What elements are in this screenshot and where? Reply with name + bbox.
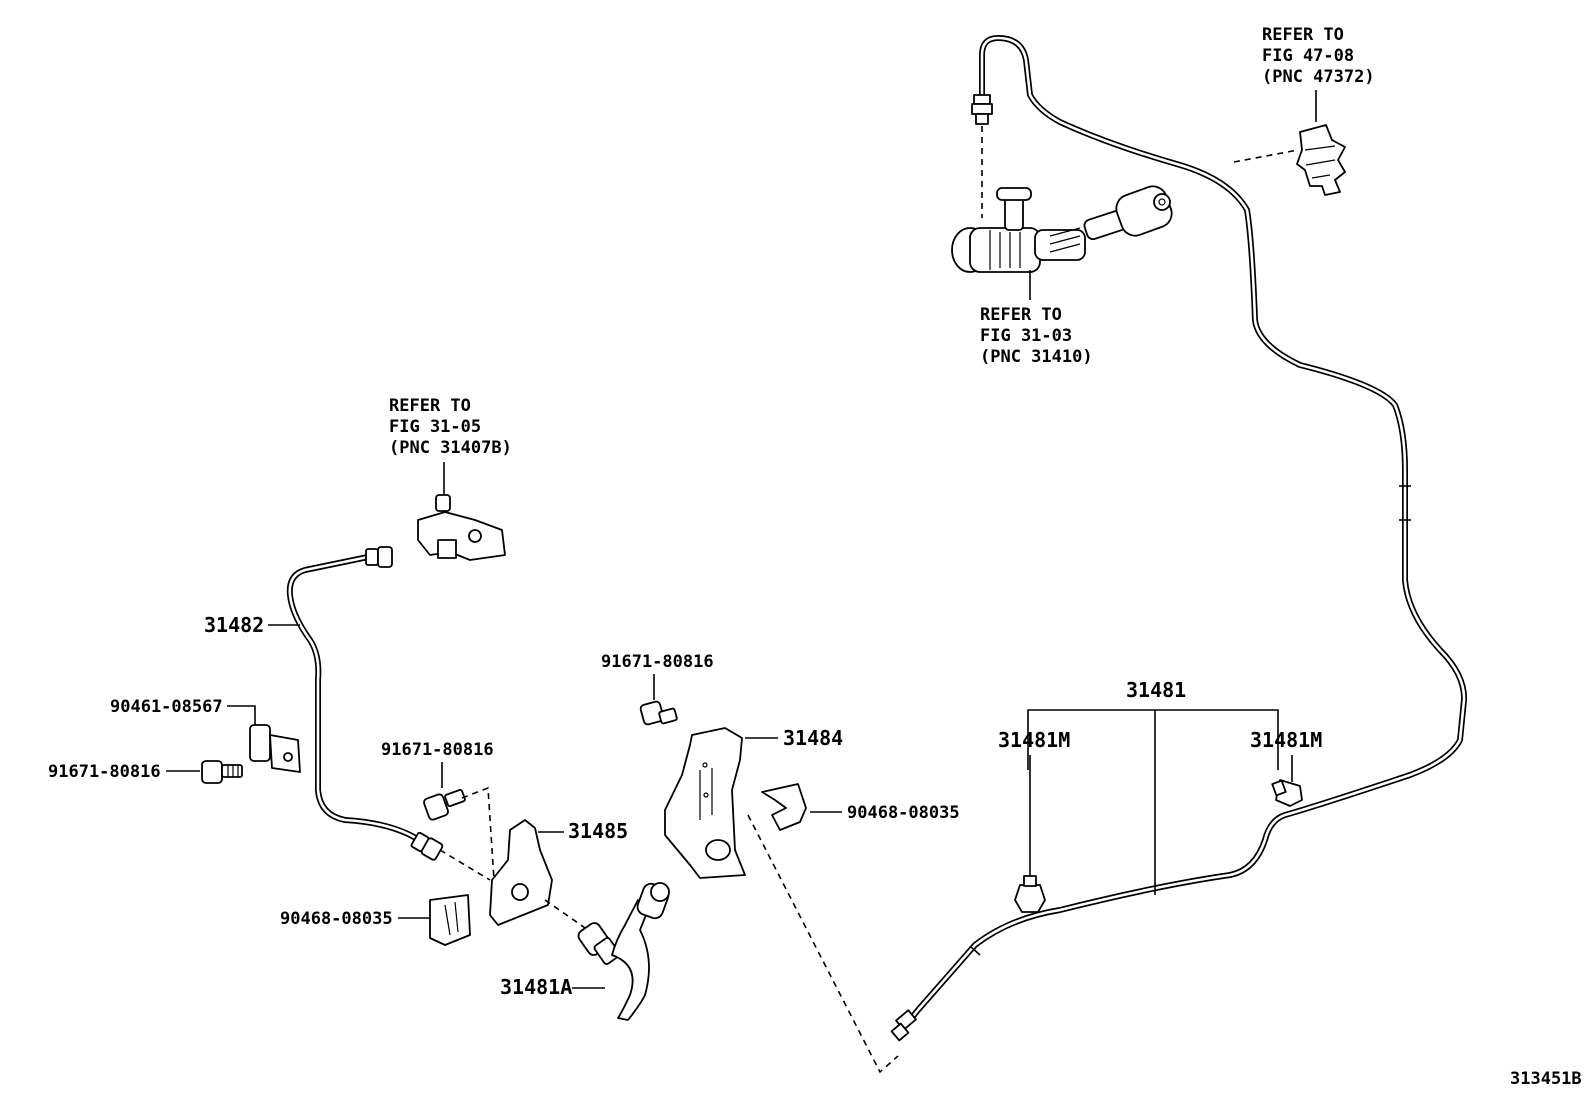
part-31485-label[interactable]: 31485	[568, 819, 628, 843]
clip-31481M-b	[1271, 779, 1303, 807]
part-31484-label[interactable]: 31484	[783, 726, 843, 750]
bolt-91671-c	[639, 700, 678, 726]
ref-fig3103-line3: (PNC 31410)	[980, 347, 1093, 367]
bolt-91671-b	[423, 788, 466, 821]
clip-90468-a	[429, 894, 471, 946]
ref-fig3105-line1: REFER TO	[389, 396, 471, 416]
part-31481A-label[interactable]: 31481A	[500, 975, 572, 999]
part-31481M-b-label[interactable]: 31481M	[1250, 728, 1322, 752]
bracket-31485	[489, 819, 553, 926]
pipe-31482-nut-bottom	[410, 831, 444, 861]
dash-pipe-bracket	[439, 849, 491, 881]
clutch-pipe-31482[interactable]	[286, 554, 425, 845]
clutch-pipe-31481[interactable]	[907, 35, 1468, 1023]
dash-bracket-pipe-end	[747, 814, 899, 1074]
ref-fig47-line2: FIG 47-08	[1262, 46, 1354, 66]
ref-fig3105-line2: FIG 31-05	[389, 417, 481, 437]
part-91671-a-label[interactable]: 91671-80816	[48, 762, 161, 782]
ref-fig3105-line3: (PNC 31407B)	[389, 438, 512, 458]
leader-90461	[227, 705, 256, 725]
bracket-31484	[664, 727, 746, 879]
pipe-31482-nut-top	[365, 546, 393, 568]
flexible-hose-31481A[interactable]	[576, 882, 671, 1021]
pipe-clamp-47372	[1296, 124, 1346, 196]
clip-90468-b	[761, 783, 807, 831]
part-31481M-a-label[interactable]: 31481M	[998, 728, 1070, 752]
part-91671-c-label[interactable]: 91671-80816	[601, 652, 714, 672]
part-90461-label[interactable]: 90461-08567	[110, 697, 223, 717]
ref-fig47-line3: (PNC 47372)	[1262, 67, 1375, 87]
part-31482-label[interactable]: 31482	[204, 613, 264, 637]
part-90468-a-label[interactable]: 90468-08035	[280, 909, 393, 929]
ref-fig3103-line2: FIG 31-03	[980, 326, 1072, 346]
clip-31481M-a	[1014, 875, 1046, 913]
clamp-90461-08567	[249, 724, 301, 773]
bolt-91671-a	[201, 760, 243, 784]
ref-fig47-line1: REFER TO	[1262, 25, 1344, 45]
flare-nut-lower	[890, 1009, 917, 1042]
bracket-31481	[1027, 709, 1279, 770]
flare-nut-upper	[971, 94, 993, 125]
dash-bolt-b	[461, 786, 495, 881]
diagram-id: 313451B	[1510, 1069, 1582, 1089]
clutch-master-cylinder	[951, 185, 1173, 273]
part-91671-b-label[interactable]: 91671-80816	[381, 740, 494, 760]
pipe-union-31407B	[417, 494, 506, 561]
dash-clamp	[1233, 149, 1299, 163]
ref-fig3103-line1: REFER TO	[980, 305, 1062, 325]
dash-bracket-hose	[544, 899, 589, 931]
part-90468-b-label[interactable]: 90468-08035	[847, 803, 960, 823]
part-31481-label[interactable]: 31481	[1126, 678, 1186, 702]
